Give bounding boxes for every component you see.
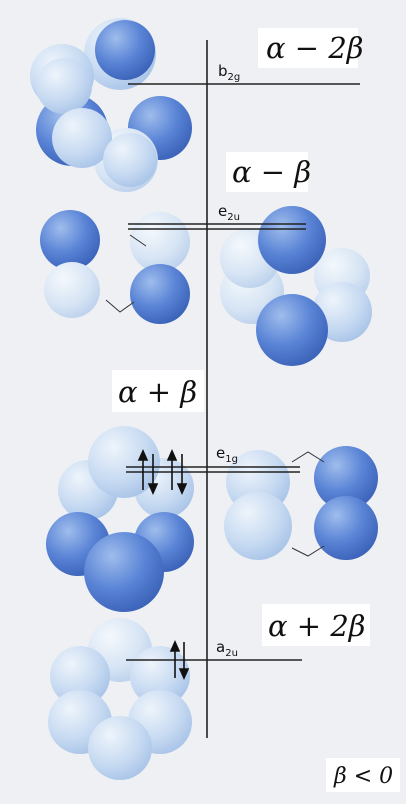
symmetry-label-b2g: b2g <box>218 62 240 83</box>
energy-label-box-b2g <box>258 28 358 68</box>
energy-label-e2u: α − β <box>232 155 311 189</box>
energy-label-e1g: α + β <box>118 375 197 409</box>
b2g-orbital-lobes <box>30 18 192 192</box>
symmetry-label-e1g: e1g <box>216 444 238 465</box>
e2u-orbital-left <box>40 210 190 324</box>
energy-label-box-e2u <box>226 152 308 192</box>
symmetry-label-a2u: a2u <box>216 638 238 659</box>
energy-label-box-a2u <box>262 604 370 646</box>
condition-label: β < 0 <box>333 764 393 789</box>
energy-label-a2u: α + 2β <box>268 609 366 643</box>
condition-box <box>326 758 400 792</box>
e2u-orbital-right <box>220 206 372 366</box>
e1g-electrons <box>137 449 188 495</box>
e1g-orbital-left <box>46 426 194 612</box>
a2u-electrons <box>169 640 190 680</box>
e1g-orbital-right <box>224 446 378 560</box>
energy-label-box-e1g <box>112 370 204 412</box>
symmetry-label-e2u: e2u <box>218 202 240 223</box>
energy-label-b2g: α − 2β <box>266 31 364 65</box>
